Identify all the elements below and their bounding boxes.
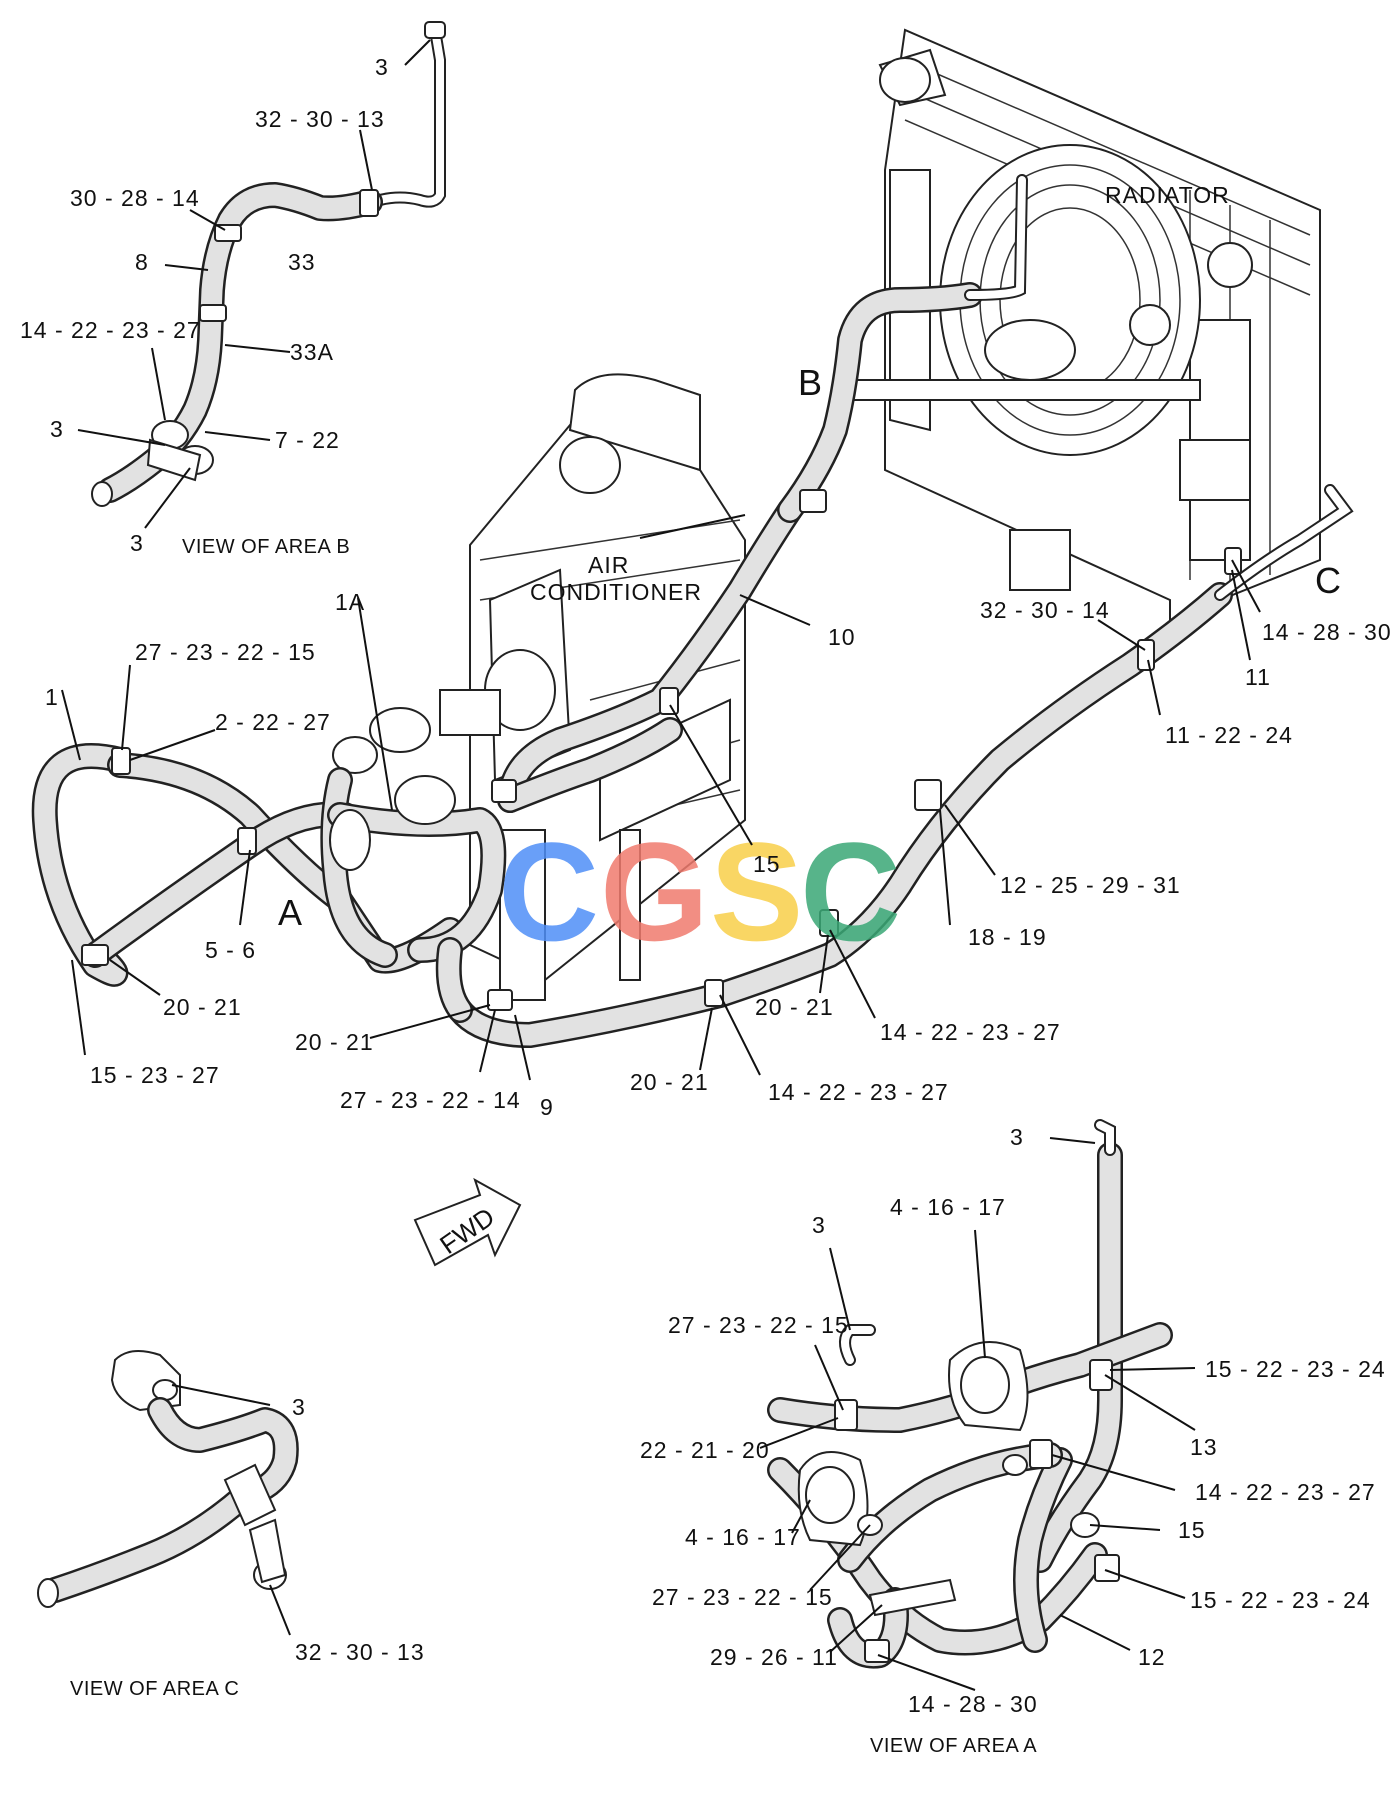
callout-3-bot-b: 3: [130, 530, 144, 556]
view-caption-a: VIEW OF AREA A: [870, 1735, 1037, 1757]
view-of-area-c: [37, 1350, 299, 1608]
callout-11: 11: [1245, 664, 1271, 690]
view-of-area-a: [767, 1119, 1173, 1669]
watermark-letter-c2: C: [800, 813, 901, 970]
callout-30-28-14: 30 - 28 - 14: [70, 185, 200, 211]
callout-27-23-22-15-top-a: 27 - 23 - 22 - 15: [668, 1312, 849, 1338]
callout-20-21-a: 20 - 21: [163, 994, 242, 1020]
callout-10: 10: [828, 624, 856, 650]
callout-14-28-30-main: 14 - 28 - 30: [1262, 619, 1391, 645]
air-conditioner-label-1: AIR: [588, 552, 629, 578]
callout-14-22-23-27-b: 14 - 22 - 23 - 27: [880, 1019, 1061, 1045]
callout-1: 1: [45, 684, 59, 710]
callout-18-19: 18 - 19: [968, 924, 1047, 950]
callout-22-21-20: 22 - 21 - 20: [640, 1437, 770, 1463]
callout-1a: 1A: [335, 589, 365, 615]
callout-3-top-b: 3: [375, 54, 389, 80]
callout-20-21-b: 20 - 21: [295, 1029, 374, 1055]
callout-20-21-c: 20 - 21: [630, 1069, 709, 1095]
callout-33a: 33A: [290, 339, 334, 365]
callout-15-22-23-24-bot: 15 - 22 - 23 - 24: [1190, 1587, 1371, 1613]
radiator-label: RADIATOR: [1105, 182, 1230, 208]
callout-15-22-23-24-top: 15 - 22 - 23 - 24: [1205, 1356, 1386, 1382]
callout-8: 8: [135, 249, 149, 275]
callout-32-30-14: 32 - 30 - 14: [980, 597, 1110, 623]
callout-9: 9: [540, 1094, 554, 1120]
area-marker-c: C: [1315, 560, 1341, 601]
callout-14-22-23-27-b: 14 - 22 - 23 - 27: [20, 317, 201, 343]
air-conditioner-label-2: CONDITIONER: [530, 579, 702, 605]
air-conditioner-assembly: [332, 373, 746, 1001]
callout-33: 33: [288, 249, 316, 275]
callout-20-21-d: 20 - 21: [755, 994, 834, 1020]
callout-12-25-29-31: 12 - 25 - 29 - 31: [1000, 872, 1181, 898]
callout-3-top-a: 3: [1010, 1124, 1024, 1150]
callout-27-23-22-14: 27 - 23 - 22 - 14: [340, 1087, 521, 1113]
area-marker-b: B: [798, 362, 822, 403]
area-marker-a: A: [278, 892, 302, 933]
callout-29-26-11: 29 - 26 - 11: [710, 1644, 838, 1670]
radiator-assembly: [839, 28, 1321, 622]
callout-15-23-27: 15 - 23 - 27: [90, 1062, 220, 1088]
callout-3-mid-a: 3: [812, 1212, 826, 1238]
watermark-letter-s: S: [710, 813, 803, 970]
callout-32-30-13-c: 32 - 30 - 13: [295, 1639, 425, 1665]
callout-15-main: 15: [753, 851, 781, 877]
callout-4-16-17-top: 4 - 16 - 17: [890, 1194, 1006, 1220]
callout-12-a: 12: [1138, 1644, 1166, 1670]
callout-15-a: 15: [1178, 1517, 1206, 1543]
callout-7-22: 7 - 22: [275, 427, 340, 453]
view-caption-b: VIEW OF AREA B: [182, 536, 350, 558]
callout-3-mid-b: 3: [50, 416, 64, 442]
view-of-area-b: [91, 21, 446, 507]
callout-5-6: 5 - 6: [205, 937, 256, 963]
hose-routing-main: [31, 174, 1354, 1048]
callout-14-28-30-a: 14 - 28 - 30: [908, 1691, 1038, 1717]
leader-lines: [61, 39, 1261, 1691]
callout-14-22-23-27-a-view: 14 - 22 - 23 - 27: [1195, 1479, 1376, 1505]
watermark-letter-g: G: [600, 813, 709, 970]
callout-27-23-22-15-main: 27 - 23 - 22 - 15: [135, 639, 316, 665]
callout-13: 13: [1190, 1434, 1218, 1460]
view-caption-c: VIEW OF AREA C: [70, 1678, 239, 1700]
callout-3-c: 3: [292, 1394, 306, 1420]
callout-2-22-27: 2 - 22 - 27: [215, 709, 331, 735]
callout-11-22-24: 11 - 22 - 24: [1165, 722, 1293, 748]
callout-27-23-22-15-bot-a: 27 - 23 - 22 - 15: [652, 1584, 833, 1610]
callout-32-30-13-b: 32 - 30 - 13: [255, 106, 385, 132]
callout-14-22-23-27-a: 14 - 22 - 23 - 27: [768, 1079, 949, 1105]
callout-4-16-17-bot: 4 - 16 - 17: [685, 1524, 801, 1550]
forward-arrow-icon: FWD: [413, 1177, 522, 1267]
watermark-letter-c1: C: [498, 813, 599, 970]
watermark-logo: C G S C: [498, 813, 901, 970]
